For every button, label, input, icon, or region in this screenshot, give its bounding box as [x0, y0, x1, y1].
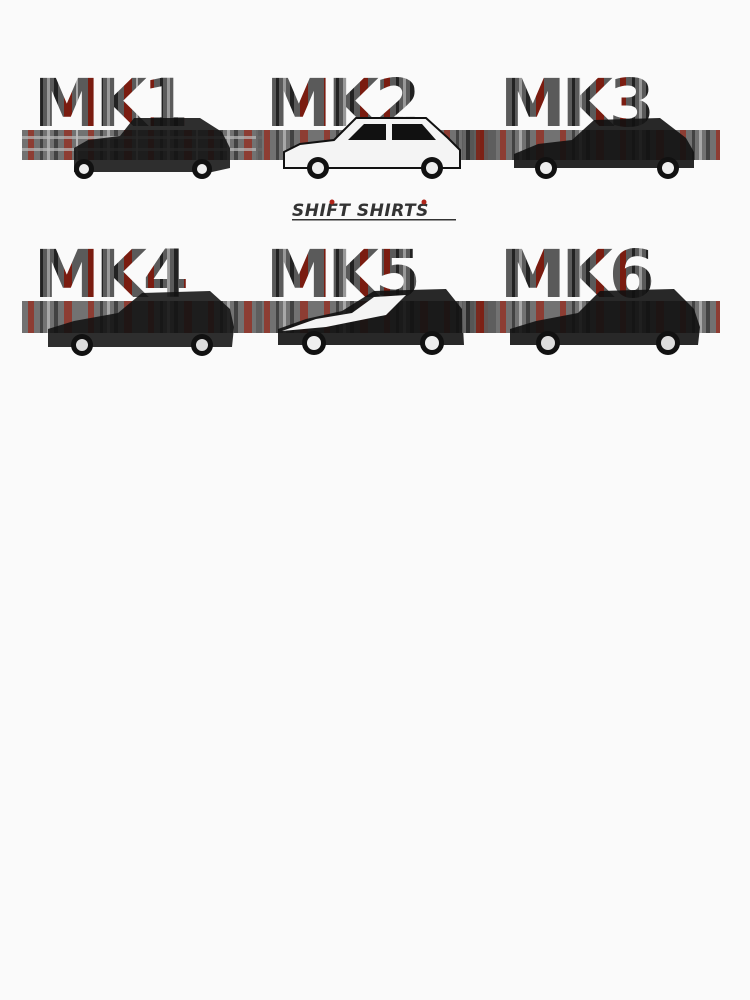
generation-tile-mk4: MK4: [22, 235, 262, 365]
mk2-car-graphic: MK2: [256, 65, 496, 179]
generation-tile-mk6: MK6: [462, 235, 730, 365]
mk3-car-graphic: MK3: [462, 65, 720, 179]
generation-tile-mk1: MK1: [22, 60, 262, 190]
mk5-car-graphic: MK5: [256, 236, 496, 355]
logo-text: SHIFT SHIRTS: [292, 201, 429, 221]
mk6-car-graphic: MK6: [462, 236, 720, 355]
generation-tile-mk3: MK3: [462, 60, 730, 190]
mk4-car-graphic: MK4: [22, 236, 262, 356]
mk1-car-graphic: MK1: [22, 65, 262, 179]
shift-shirts-logo: SHIFT SHIRTS: [290, 198, 460, 224]
generation-tile-mk2: MK2: [256, 60, 496, 190]
car-generations-artwork: MK1 MK2: [0, 0, 750, 380]
generation-tile-mk5: MK5: [256, 235, 496, 365]
